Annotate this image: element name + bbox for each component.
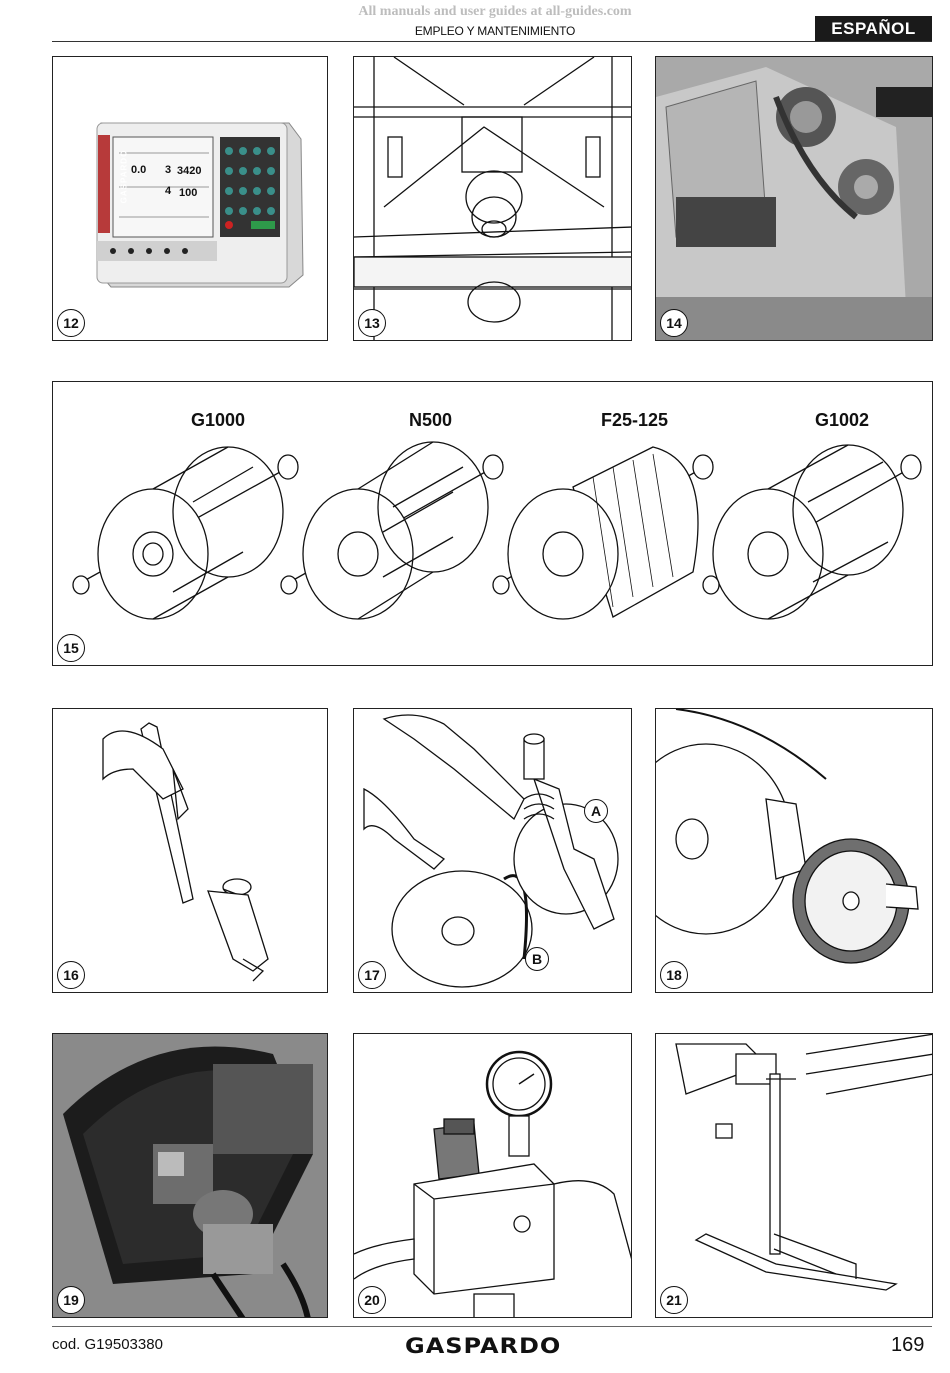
section-title: EMPLEO Y MANTENIMIENTO xyxy=(414,24,576,38)
monitor-brand: GASPARDO xyxy=(119,149,129,204)
belt-drive-photo xyxy=(656,57,932,340)
fan-photo xyxy=(53,1034,327,1317)
monitor-illustration xyxy=(96,122,304,288)
roller-label-2: N500 xyxy=(409,410,453,430)
figure-14-photo: 14 xyxy=(655,56,933,341)
figure-number-20: 20 xyxy=(358,1286,386,1314)
figure-number-16: 16 xyxy=(57,961,85,989)
figure-20-gauge-valve: 20 xyxy=(353,1033,632,1318)
discs-illustration xyxy=(363,714,619,988)
footer-logo: GASPARDO xyxy=(405,1333,562,1359)
callout-a: A xyxy=(584,799,608,823)
watermark: All manuals and user guides at all-guide… xyxy=(358,4,632,19)
figure-13-drive: 13 xyxy=(353,56,632,341)
figure-21-stand: 21 xyxy=(655,1033,933,1318)
drive-illustration xyxy=(354,57,631,340)
roller-f25-125 xyxy=(492,446,714,620)
footer-rule xyxy=(52,1326,932,1327)
screen-value-3: 3420 xyxy=(177,165,202,177)
figure-number-17: 17 xyxy=(358,961,386,989)
header-rule xyxy=(52,41,932,42)
screen-value-2: 3 xyxy=(165,164,172,176)
figure-number-15: 15 xyxy=(57,634,85,662)
roller-n500 xyxy=(280,441,504,620)
stand-illustration xyxy=(675,1034,932,1291)
figure-19-photo: 19 xyxy=(52,1033,328,1318)
figure-12-monitor: GASPARDO 0.0 3 3420 4 100 12 xyxy=(52,56,328,341)
document-code: cod. G19503380 xyxy=(52,1336,163,1353)
gauge-valve-illustration xyxy=(354,1050,631,1317)
callout-b: B xyxy=(525,947,549,971)
figure-number-14: 14 xyxy=(660,309,688,337)
screen-value-4: 4 xyxy=(165,185,172,197)
roller-label-4: G1002 xyxy=(815,410,870,430)
screen-value-1: 0.0 xyxy=(131,164,147,176)
roller-g1002 xyxy=(702,444,922,620)
roller-label-3: F25-125 xyxy=(601,410,669,430)
figure-17-discs: A B 17 xyxy=(353,708,632,993)
figure-number-18: 18 xyxy=(660,961,688,989)
roller-label-1: G1000 xyxy=(191,410,246,430)
language-tab: ESPAÑOL xyxy=(815,16,932,41)
press-wheel-illustration xyxy=(656,709,919,964)
rollers-illustration xyxy=(72,441,922,620)
figure-number-12: 12 xyxy=(57,309,85,337)
figure-number-19: 19 xyxy=(57,1286,85,1314)
figure-18-press-wheel: 18 xyxy=(655,708,933,993)
figure-number-13: 13 xyxy=(358,309,386,337)
figure-16-arm: 16 xyxy=(52,708,328,993)
figure-number-21: 21 xyxy=(660,1286,688,1314)
screen-value-5: 100 xyxy=(179,187,198,199)
page-number: 169 xyxy=(891,1334,925,1356)
figure-15-rollers: G1000 N500 F25-125 G1002 xyxy=(52,381,933,666)
roller-g1000 xyxy=(72,446,299,620)
arm-illustration xyxy=(102,722,269,982)
